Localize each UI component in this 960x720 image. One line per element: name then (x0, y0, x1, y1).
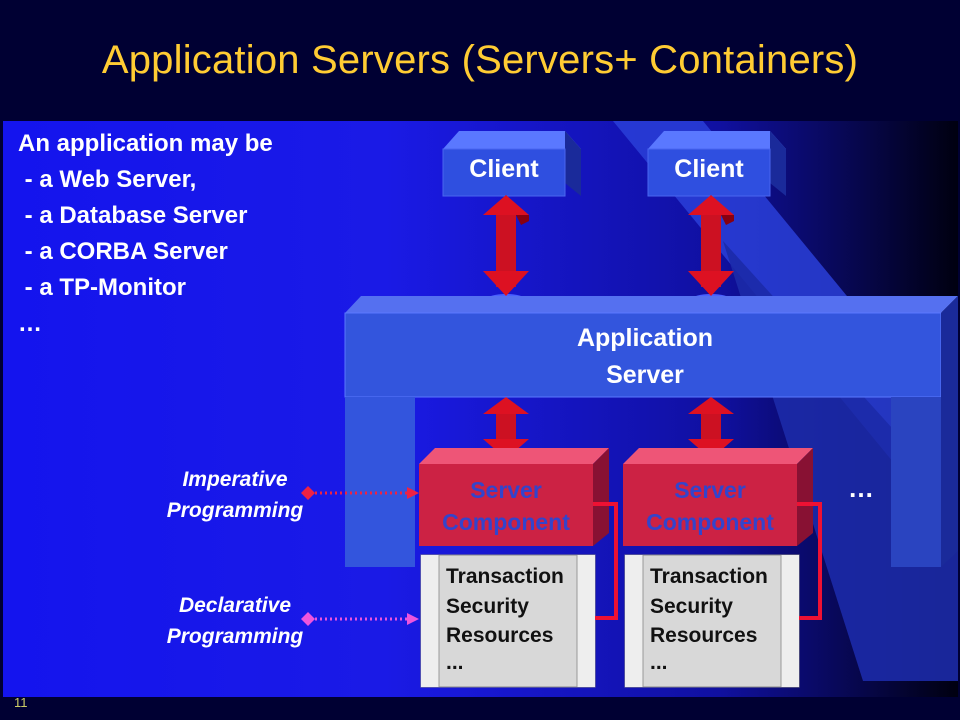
bullet-item: - a Database Server (18, 202, 248, 229)
app-server-label-line2: Server (606, 361, 684, 389)
imperative-label-line2: Programming (167, 499, 304, 522)
component-arrow-2 (688, 397, 734, 459)
component-service-link-2 (797, 502, 822, 620)
service-transaction: Transaction (650, 565, 768, 588)
page-title: Application Servers (Servers+ Containers… (101, 38, 859, 82)
client-box-2: Client (647, 131, 786, 197)
service-security: Security (446, 595, 529, 618)
service-more: ... (446, 651, 464, 674)
component-label-line1: Server (674, 477, 746, 503)
server-component-1: Server Component (419, 448, 609, 546)
component-arrow-1 (483, 397, 529, 459)
bullet-list: An application may be - a Web Server, - … (18, 126, 273, 342)
bullet-intro: An application may be (18, 130, 273, 157)
imperative-label-line1: Imperative (182, 468, 287, 491)
architecture-diagram: Client Client (167, 121, 958, 688)
slide-number: 11 (14, 695, 28, 710)
services-box-1: Transaction Security Resources ... (420, 554, 596, 688)
declarative-label-line2: Programming (167, 625, 304, 648)
service-security: Security (650, 595, 733, 618)
declarative-label-line1: Declarative (179, 594, 291, 617)
more-components-ellipsis: … (848, 473, 874, 503)
app-server-label-line1: Application (577, 324, 713, 352)
service-resources: Resources (650, 624, 757, 647)
client-box-1: Client (442, 131, 581, 197)
client-arrow-1 (483, 195, 529, 304)
component-label-line2: Component (646, 509, 774, 535)
services-box-2: Transaction Security Resources ... (624, 554, 800, 688)
server-component-2: Server Component (623, 448, 813, 546)
client-label: Client (674, 155, 744, 183)
diagram-panel: Client Client (3, 121, 958, 697)
client-label: Client (469, 155, 539, 183)
service-resources: Resources (446, 624, 553, 647)
component-label-line1: Server (470, 477, 542, 503)
component-label-line2: Component (442, 509, 570, 535)
declarative-connector (301, 612, 419, 626)
bullet-item: - a TP-Monitor (18, 274, 186, 301)
service-more: ... (650, 651, 668, 674)
bullet-more: … (18, 310, 42, 337)
application-server-frame: Application Server (344, 296, 958, 567)
service-transaction: Transaction (446, 565, 564, 588)
bullet-item: - a CORBA Server (18, 238, 228, 265)
imperative-connector (301, 486, 419, 500)
component-service-link-1 (593, 502, 618, 620)
bullet-item: - a Web Server, (18, 166, 197, 193)
